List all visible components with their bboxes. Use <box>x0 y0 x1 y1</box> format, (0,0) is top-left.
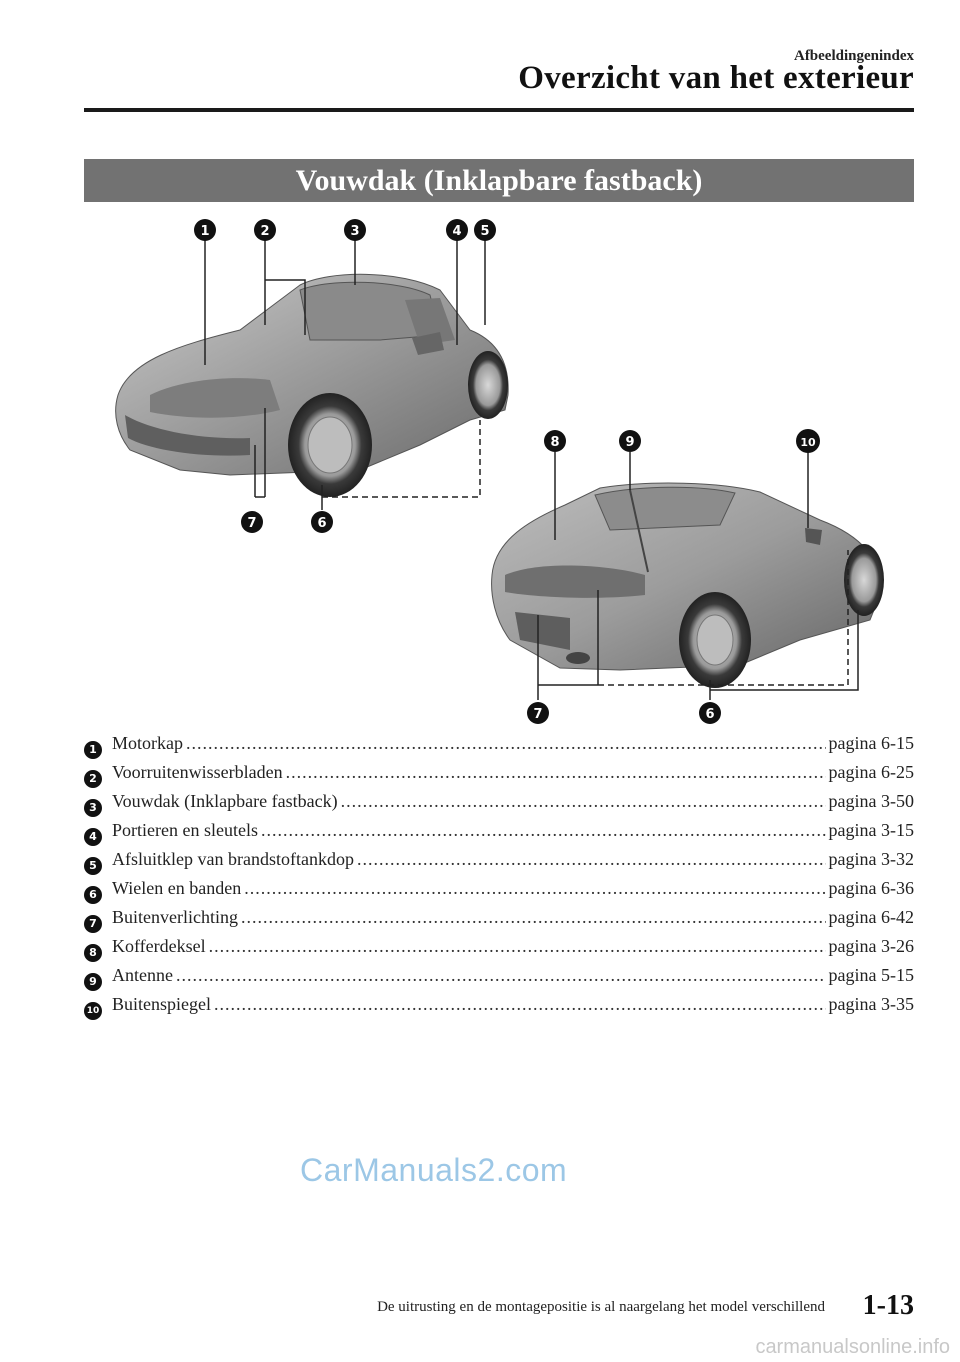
svg-text:6: 6 <box>705 707 714 722</box>
callout-1-top: 1 <box>194 219 216 241</box>
list-item: 3 Vouwdak (Inklapbare fastback) pagina 3… <box>84 791 914 820</box>
item-number-badge: 1 <box>84 740 102 759</box>
item-number-badge: 9 <box>84 972 102 991</box>
item-page-ref: pagina 3-35 <box>828 994 914 1014</box>
banner-title: Vouwdak (Inklapbare fastback) <box>295 163 703 197</box>
item-page-ref: pagina 6-36 <box>828 878 914 898</box>
item-label: Portieren en sleutels <box>112 820 258 840</box>
callout-10-rear: 10 <box>796 429 820 453</box>
svg-text:5: 5 <box>480 224 489 239</box>
item-number-badge: 3 <box>84 798 102 817</box>
callout-8-rear: 8 <box>544 430 566 452</box>
leader-dots <box>186 733 826 754</box>
callout-2-top: 2 <box>254 219 276 241</box>
item-page-ref: pagina 3-32 <box>828 849 914 869</box>
svg-text:9: 9 <box>625 435 634 450</box>
leader-dots <box>286 762 826 783</box>
list-item: 5 Afsluitklep van brandstoftankdop pagin… <box>84 849 914 878</box>
list-item: 9 Antenne pagina 5-15 <box>84 965 914 994</box>
leader-dots <box>241 907 826 928</box>
front-car <box>115 273 509 497</box>
rear-leader-lines <box>537 452 859 700</box>
callout-9-rear: 9 <box>619 430 641 452</box>
svg-text:6: 6 <box>317 516 326 531</box>
item-number-badge: 2 <box>84 769 102 788</box>
list-item: 4 Portieren en sleutels pagina 3-15 <box>84 820 914 849</box>
item-label: Motorkap <box>112 733 183 753</box>
item-page-ref: pagina 5-15 <box>828 965 914 985</box>
leader-dots <box>357 849 826 870</box>
leader-dots <box>261 820 826 841</box>
carmanuals-watermark: CarManuals2.com <box>300 1152 568 1188</box>
item-page-ref: pagina 3-15 <box>828 820 914 840</box>
item-page-ref: pagina 6-42 <box>828 907 914 927</box>
leader-dots <box>176 965 826 986</box>
callout-3-top: 3 <box>344 219 366 241</box>
chapter-title: Overzicht van het exterieur <box>518 60 914 96</box>
svg-text:3: 3 <box>350 224 359 239</box>
svg-text:7: 7 <box>247 516 256 531</box>
item-label: Kofferdeksel <box>112 936 206 956</box>
header-rule <box>84 108 914 112</box>
item-label: Buitenverlichting <box>112 907 238 927</box>
list-item: 10 Buitenspiegel pagina 3-35 <box>84 994 914 1023</box>
item-label: Wielen en banden <box>112 878 242 898</box>
item-label: Vouwdak (Inklapbare fastback) <box>112 791 338 811</box>
item-number-badge: 6 <box>84 885 102 904</box>
page-number: 1-13 <box>862 1290 914 1321</box>
callout-6-front: 6 <box>311 511 333 533</box>
footer-note: De uitrusting en de montagepositie is al… <box>377 1299 825 1315</box>
leader-dots <box>341 791 826 812</box>
item-label: Antenne <box>112 965 173 985</box>
list-item: 2 Voorruitenwisserbladen pagina 6-25 <box>84 762 914 791</box>
item-page-ref: pagina 6-25 <box>828 762 914 782</box>
leader-dots <box>209 936 826 957</box>
section-banner: Vouwdak (Inklapbare fastback) <box>84 159 914 202</box>
rear-car <box>491 482 884 688</box>
item-label: Buitenspiegel <box>112 994 211 1014</box>
callout-7-rear: 7 <box>527 702 549 724</box>
svg-text:4: 4 <box>452 224 461 239</box>
item-page-ref: pagina 6-15 <box>828 733 914 753</box>
front-leader-lines <box>204 240 486 510</box>
svg-text:10: 10 <box>800 436 816 449</box>
item-page-ref: pagina 3-50 <box>828 791 914 811</box>
callout-7-front: 7 <box>241 511 263 533</box>
parts-index-list: 1 Motorkap pagina 6-15 2 Voorruitenwisse… <box>84 733 914 1023</box>
svg-text:7: 7 <box>533 707 542 722</box>
site-watermark: carmanualsonline.info <box>755 1336 950 1358</box>
item-number-badge: 5 <box>84 856 102 875</box>
callout-5-top: 5 <box>474 219 496 241</box>
car-illustration: 1 2 3 4 5 7 6 8 9 10 7 6 <box>115 219 884 724</box>
item-number-badge: 4 <box>84 827 102 846</box>
svg-text:8: 8 <box>550 435 559 450</box>
item-number-badge: 10 <box>84 1001 102 1020</box>
list-item: 7 Buitenverlichting pagina 6-42 <box>84 907 914 936</box>
svg-text:1: 1 <box>200 224 209 239</box>
section-title: Afbeeldingenindex <box>793 48 914 64</box>
list-item: 8 Kofferdeksel pagina 3-26 <box>84 936 914 965</box>
item-label: Voorruitenwisserbladen <box>112 762 283 782</box>
leader-dots <box>244 878 825 899</box>
list-item: 1 Motorkap pagina 6-15 <box>84 733 914 762</box>
item-page-ref: pagina 3-26 <box>828 936 914 956</box>
list-item: 6 Wielen en banden pagina 6-36 <box>84 878 914 907</box>
callout-4-top: 4 <box>446 219 468 241</box>
item-number-badge: 7 <box>84 914 102 933</box>
callout-6-rear: 6 <box>699 702 721 724</box>
item-number-badge: 8 <box>84 943 102 962</box>
leader-dots <box>214 994 826 1015</box>
item-label: Afsluitklep van brandstoftankdop <box>112 849 354 869</box>
svg-text:2: 2 <box>260 224 269 239</box>
